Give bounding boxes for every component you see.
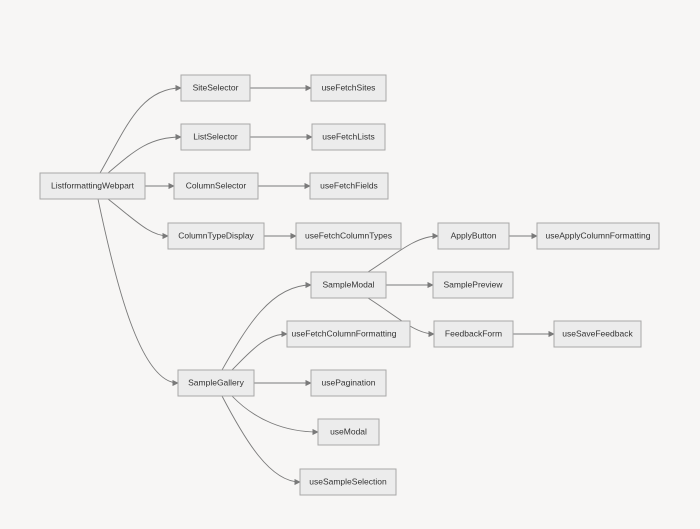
node-use-sample-selection: useSampleSelection [299, 468, 397, 496]
svg-text:SampleGallery: SampleGallery [188, 377, 244, 387]
node-use-fetch-column-types: useFetchColumnTypes [295, 222, 402, 250]
edge-samplegallery-to-usefetchcolumnformatting [231, 330, 288, 371]
node-column-type-display: ColumnTypeDisplay [167, 222, 265, 250]
node-list-selector: ListSelector [180, 123, 251, 151]
node-use-fetch-fields: useFetchFields [309, 172, 389, 200]
svg-text:ListformattingWebpart: ListformattingWebpart [51, 180, 135, 190]
node-column-selector: ColumnSelector [173, 172, 259, 200]
svg-text:useSampleSelection: useSampleSelection [309, 476, 387, 486]
edge-samplegallery-to-usesampleselection [221, 395, 301, 486]
svg-text:useFetchLists: useFetchLists [322, 131, 374, 141]
svg-text:useFetchFields: useFetchFields [320, 180, 378, 190]
node-feedback-form: FeedbackForm [433, 320, 514, 348]
svg-text:SiteSelector: SiteSelector [193, 82, 239, 92]
svg-text:usePagination: usePagination [322, 377, 376, 387]
edge-samplegallery-to-samplemodal [221, 281, 312, 371]
edge-webpart-to-siteselector [99, 84, 182, 174]
node-sample-modal: SampleModal [310, 271, 387, 299]
edge-samplemodal-to-applybutton [367, 232, 439, 273]
svg-text:FeedbackForm: FeedbackForm [445, 328, 502, 338]
edge-webpart-to-listselector [107, 133, 182, 174]
edge-samplegallery-to-usemodal [231, 395, 319, 436]
node-use-fetch-lists: useFetchLists [311, 123, 386, 151]
node-use-fetch-sites: useFetchSites [310, 74, 387, 102]
svg-text:ColumnSelector: ColumnSelector [186, 180, 247, 190]
node-listformatting-webpart: ListformattingWebpart [39, 172, 146, 200]
node-sample-preview: SamplePreview [432, 271, 514, 299]
svg-text:ColumnTypeDisplay: ColumnTypeDisplay [178, 230, 254, 240]
svg-text:ListSelector: ListSelector [193, 131, 238, 141]
svg-text:useApplyColumnFormatting: useApplyColumnFormatting [546, 230, 651, 240]
svg-text:ApplyButton: ApplyButton [451, 230, 497, 240]
svg-text:useModal: useModal [330, 426, 367, 436]
svg-text:useFetchColumnFormatting: useFetchColumnFormatting [292, 328, 397, 338]
svg-text:SamplePreview: SamplePreview [443, 279, 503, 289]
node-use-modal: useModal [317, 418, 380, 446]
nodes: ListformattingWebpart SiteSelector useFe… [39, 74, 660, 496]
svg-text:useFetchSites: useFetchSites [322, 82, 376, 92]
node-use-fetch-column-formatting: useFetchColumnFormatting [286, 320, 411, 348]
node-site-selector: SiteSelector [180, 74, 251, 102]
svg-text:SampleModal: SampleModal [323, 279, 375, 289]
svg-text:useFetchColumnTypes: useFetchColumnTypes [305, 230, 392, 240]
node-apply-button: ApplyButton [437, 222, 510, 250]
edge-webpart-to-columntypedisplay [107, 198, 169, 240]
node-use-save-feedback: useSaveFeedback [553, 320, 642, 348]
node-sample-gallery: SampleGallery [177, 369, 255, 397]
node-use-apply-column-formatting: useApplyColumnFormatting [536, 222, 660, 250]
edge-webpart-to-samplegallery [97, 198, 179, 387]
svg-text:useSaveFeedback: useSaveFeedback [562, 328, 633, 338]
node-use-pagination: usePagination [310, 369, 387, 397]
